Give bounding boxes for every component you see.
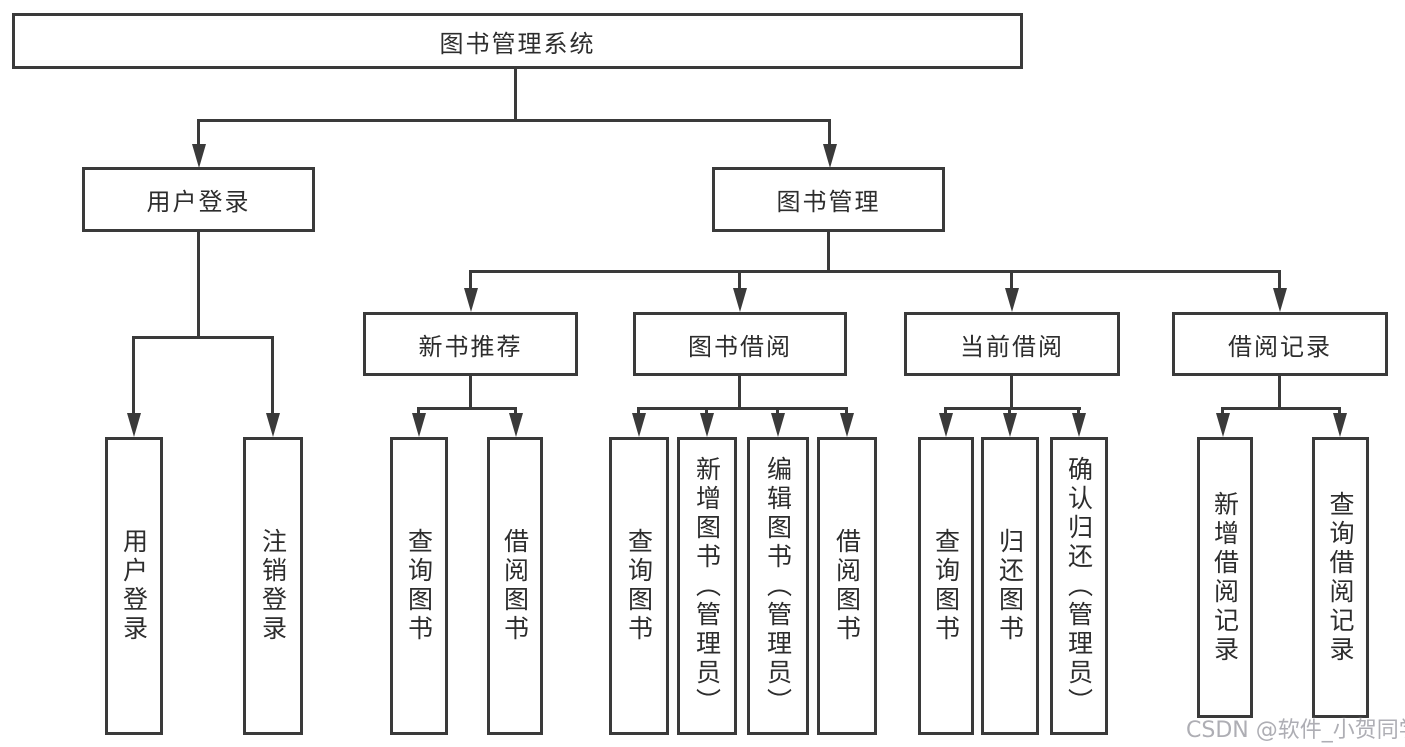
connector-line [1010,376,1013,407]
arrowhead-down-icon [771,413,785,437]
arrowhead-down-icon [509,413,523,437]
connector-line [1278,376,1281,407]
connector-line [705,407,708,415]
arrowhead-down-icon [1072,413,1086,437]
arrowhead-down-icon [1216,413,1230,437]
connector-line [637,407,848,410]
leaf-logout-login: 注销登录 [243,437,303,735]
csdn-watermark: CSDN @软件_小贺同学 [1186,718,1405,743]
arrowhead-down-icon [1003,413,1017,437]
arrowhead-down-icon [700,413,714,437]
connector-line [827,232,830,270]
connector-line [417,407,517,410]
connector-line [469,376,472,407]
connector-line [469,270,1281,273]
connector-line [514,407,517,415]
connector-line [132,336,135,416]
connector-line [1008,407,1011,415]
leaf-add-borrow-record: 新增借阅记录 [1197,437,1253,718]
node-new-book-recommendation: 新书推荐 [363,312,578,376]
leaf-confirm-return-admin: 确认归还（管理员） [1050,437,1108,735]
connector-line [1278,270,1281,292]
leaf-edit-books-admin: 编辑图书（管理员） [747,437,809,735]
arrowhead-down-icon [192,144,206,168]
arrowhead-down-icon [412,413,426,437]
connector-line [197,119,831,122]
leaf-query-borrow-record: 查询借阅记录 [1312,437,1369,718]
connector-line [828,119,831,147]
connector-line [845,407,848,415]
leaf-borrow-books: 借阅图书 [817,437,877,735]
arrowhead-down-icon [733,288,747,312]
arrowhead-down-icon [632,413,646,437]
leaf-add-books-admin: 新增图书（管理员） [677,437,737,735]
connector-line [637,407,640,415]
connector-line [271,336,274,416]
connector-line [197,119,200,147]
arrowhead-down-icon [127,413,141,437]
node-book-borrowing: 图书借阅 [633,312,847,376]
connector-line [417,407,420,415]
node-borrowing-records: 借阅记录 [1172,312,1388,376]
node-book-management: 图书管理 [712,167,945,232]
connector-line [1221,407,1341,410]
node-user-login: 用户登录 [82,167,315,232]
leaf-query-books-recommend: 查询图书 [390,437,448,735]
connector-line [738,376,741,407]
leaf-return-books: 归还图书 [981,437,1039,735]
leaf-query-books-borrow: 查询图书 [609,437,669,735]
connector-line [197,232,200,336]
connector-line [944,407,947,415]
arrowhead-down-icon [1273,288,1287,312]
arrowhead-down-icon [464,288,478,312]
node-current-borrowing: 当前借阅 [904,312,1120,376]
node-library-management-system: 图书管理系统 [12,13,1023,69]
connector-line [738,270,741,292]
arrowhead-down-icon [1333,413,1347,437]
connector-line [776,407,779,415]
arrowhead-down-icon [939,413,953,437]
arrowhead-down-icon [1005,288,1019,312]
arrowhead-down-icon [823,144,837,168]
connector-line [944,407,1081,410]
arrowhead-down-icon [840,413,854,437]
connector-line [514,69,517,119]
leaf-borrow-books-recommend: 借阅图书 [487,437,543,735]
leaf-user-login: 用户登录 [105,437,163,735]
arrowhead-down-icon [266,413,280,437]
connector-line [132,336,274,339]
connector-line [1010,270,1013,292]
connector-line [469,270,472,292]
connector-line [1077,407,1080,415]
leaf-query-books-current: 查询图书 [918,437,974,735]
connector-line [1221,407,1224,415]
connector-line [1338,407,1341,415]
